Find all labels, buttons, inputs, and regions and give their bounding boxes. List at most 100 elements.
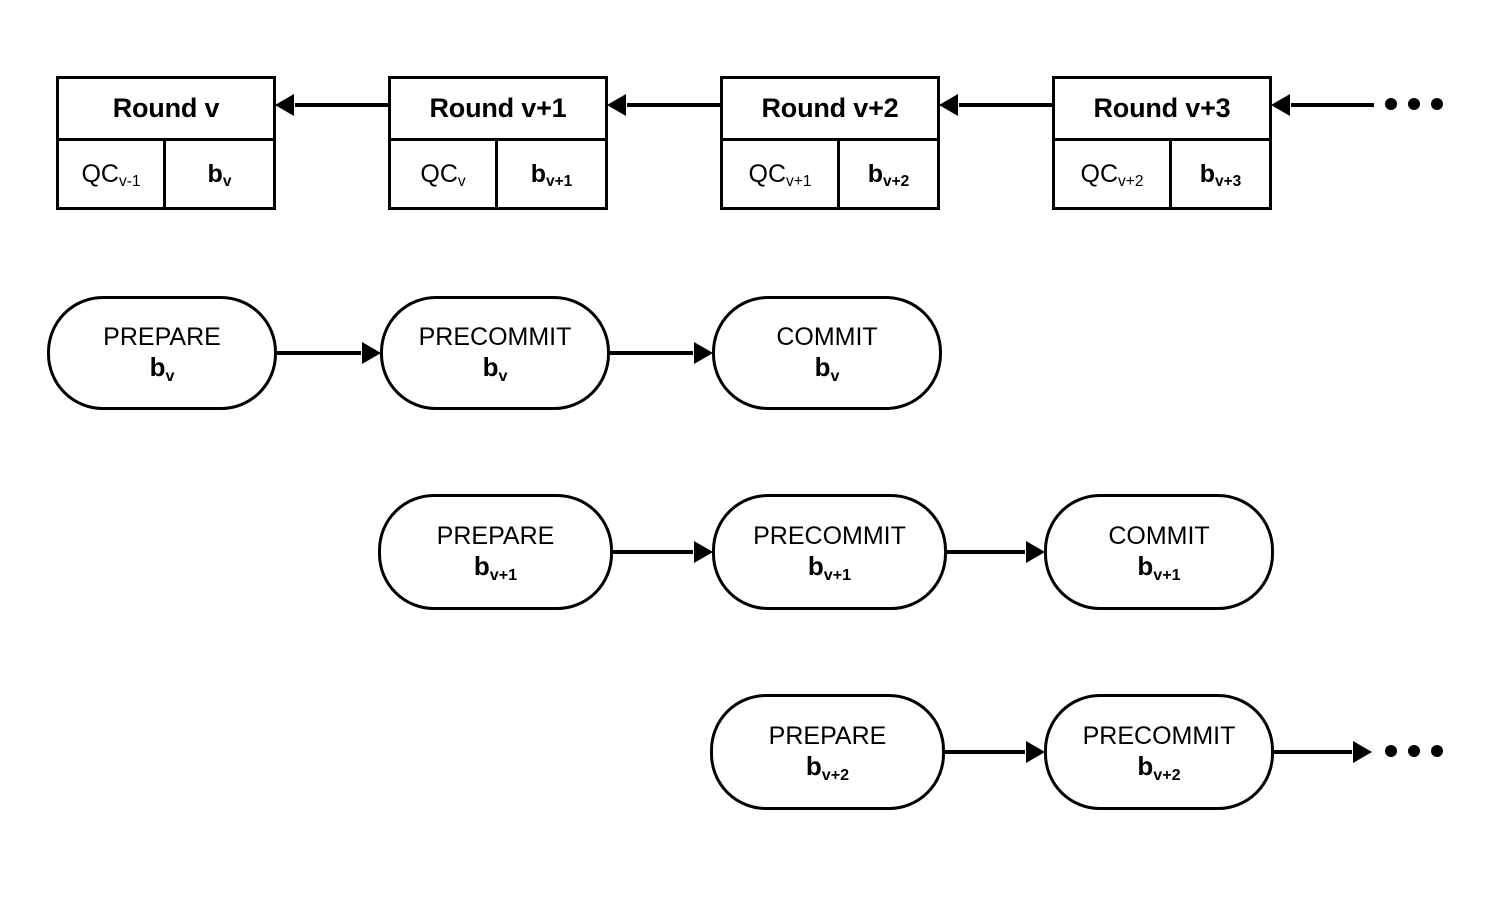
round-header-2: Round v+2 (723, 79, 937, 141)
round-qc-prefix-3: QC (1080, 159, 1119, 188)
round-body-0: QCv-1 bv (59, 141, 273, 207)
round-block-label-1: bv+1 (530, 159, 573, 190)
round-block-prefix-3: b (1199, 159, 1215, 188)
pipeline-2-stage-0-block-sub: v+2 (821, 765, 850, 784)
round-qc-cell-2: QCv+1 (723, 141, 840, 207)
pipeline-0-stage-2[interactable]: COMMIT bv (712, 296, 942, 410)
pipeline-1-stage-1-block-prefix: b (807, 551, 824, 582)
pipeline-0-stage-1-name: PRECOMMIT (418, 322, 572, 351)
round-body-3: QCv+2 bv+3 (1055, 141, 1269, 207)
pipeline-0-stage-1-block-prefix: b (482, 352, 499, 383)
round-qc-prefix-0: QC (81, 159, 119, 188)
ellipsis-dot (1431, 745, 1443, 757)
round-block-cell-1: bv+1 (498, 141, 605, 207)
pipeline-0-stage-2-block-prefix: b (814, 352, 831, 383)
round-arrow-3-to-2-icon (959, 103, 1052, 107)
pipeline-1-stage-2-block-prefix: b (1137, 551, 1154, 582)
round-block-cell-0: bv (166, 141, 273, 207)
pipeline-1-stage-0-block-sub: v+1 (489, 565, 518, 584)
pipeline-0-stage-1-block: bv (482, 352, 508, 385)
pipeline-2-stage-0-block-prefix: b (805, 751, 822, 782)
round-block-sub-1: v+1 (545, 172, 573, 190)
pipeline-0-stage-0-block-prefix: b (149, 352, 166, 383)
round-qc-label-3: QCv+2 (1080, 159, 1144, 189)
round-chain-ellipsis-icon (1385, 98, 1443, 110)
round-block-3[interactable]: Round v+3 QCv+2 bv+3 (1052, 76, 1272, 210)
pipeline-1-arrow-0-icon (613, 550, 693, 554)
ellipsis-dot (1385, 98, 1397, 110)
pipeline-0-stage-1[interactable]: PRECOMMIT bv (380, 296, 610, 410)
pipeline-1-stage-2-name: COMMIT (1108, 521, 1210, 550)
round-qc-label-1: QCv (420, 159, 465, 189)
pipeline-1-stage-1-block-sub: v+1 (823, 565, 852, 584)
round-block-sub-0: v (222, 172, 232, 190)
pipeline-2-stage-1-block-prefix: b (1137, 751, 1154, 782)
round-body-2: QCv+1 bv+2 (723, 141, 937, 207)
round-qc-label-2: QCv+1 (748, 159, 812, 190)
round-block-sub-3: v+3 (1214, 172, 1242, 190)
round-header-3: Round v+3 (1055, 79, 1269, 141)
round-body-1: QCv bv+1 (391, 141, 605, 207)
pipeline-2-stage-1-block-sub: v+2 (1153, 765, 1181, 784)
round-block-2[interactable]: Round v+2 QCv+1 bv+2 (720, 76, 940, 210)
round-header-0: Round v (59, 79, 273, 141)
pipeline-2-stage-0[interactable]: PREPARE bv+2 (710, 694, 945, 810)
pipeline-2-arrow-more-icon (1274, 750, 1352, 754)
pipeline-1-stage-0-block: bv+1 (473, 551, 518, 584)
round-block-label-3: bv+3 (1199, 159, 1242, 190)
pipeline-0-stage-1-block-sub: v (498, 366, 508, 385)
pipeline-0-stage-0-block-sub: v (165, 366, 175, 385)
pipeline-0-stage-2-name: COMMIT (776, 322, 878, 351)
round-block-prefix-2: b (867, 159, 883, 188)
pipeline-0-stage-2-block: bv (814, 352, 840, 385)
round-block-cell-3: bv+3 (1172, 141, 1269, 207)
round-arrow-more-to-3-icon (1291, 103, 1374, 107)
round-qc-sub-0: v-1 (118, 172, 141, 190)
pipeline-1-stage-0[interactable]: PREPARE bv+1 (378, 494, 613, 610)
round-qc-label-0: QCv-1 (81, 159, 141, 190)
round-header-1: Round v+1 (391, 79, 605, 141)
pipeline-0-arrow-0-icon (277, 351, 361, 355)
round-block-sub-2: v+2 (882, 172, 910, 190)
round-block-prefix-0: b (207, 159, 223, 188)
round-block-label-0: bv (207, 159, 232, 190)
round-block-prefix-1: b (530, 159, 546, 188)
round-title-1: Round v+1 (429, 93, 567, 123)
pipeline-1-stage-2-block: bv+1 (1137, 551, 1181, 584)
pipeline-1-stage-1-name: PRECOMMIT (753, 521, 906, 550)
round-qc-prefix-2: QC (748, 159, 787, 188)
pipeline-2-ellipsis-icon (1385, 745, 1443, 757)
round-title-3: Round v+3 (1093, 93, 1231, 123)
pipeline-1-stage-1[interactable]: PRECOMMIT bv+1 (712, 494, 947, 610)
round-block-label-2: bv+2 (867, 159, 910, 190)
round-qc-prefix-1: QC (420, 159, 458, 188)
round-arrow-1-to-0-icon (295, 103, 388, 107)
round-block-0[interactable]: Round v QCv-1 bv (56, 76, 276, 210)
pipeline-1-stage-0-block-prefix: b (473, 551, 490, 582)
pipeline-1-stage-2[interactable]: COMMIT bv+1 (1044, 494, 1274, 610)
pipeline-2-stage-1-block: bv+2 (1137, 751, 1181, 784)
round-qc-cell-0: QCv-1 (59, 141, 166, 207)
pipeline-1-stage-2-block-sub: v+1 (1153, 565, 1181, 584)
pipeline-0-arrow-1-icon (610, 351, 693, 355)
ellipsis-dot (1408, 98, 1420, 110)
round-title-2: Round v+2 (761, 93, 899, 123)
pipeline-2-stage-1[interactable]: PRECOMMIT bv+2 (1044, 694, 1274, 810)
pipeline-2-stage-0-block: bv+2 (805, 751, 850, 784)
pipeline-0-stage-0-name: PREPARE (103, 322, 221, 351)
pipeline-1-stage-0-name: PREPARE (436, 521, 555, 550)
ellipsis-dot (1385, 745, 1397, 757)
round-qc-cell-1: QCv (391, 141, 498, 207)
round-qc-sub-2: v+1 (786, 172, 812, 190)
ellipsis-dot (1431, 98, 1443, 110)
round-block-1[interactable]: Round v+1 QCv bv+1 (388, 76, 608, 210)
pipeline-0-stage-0-block: bv (149, 352, 175, 385)
round-title-0: Round v (112, 93, 220, 123)
pipeline-2-arrow-0-icon (945, 750, 1025, 754)
pipeline-1-arrow-1-icon (947, 550, 1025, 554)
round-block-cell-2: bv+2 (840, 141, 937, 207)
pipeline-0-stage-0[interactable]: PREPARE bv (47, 296, 277, 410)
round-arrow-2-to-1-icon (627, 103, 720, 107)
pipeline-1-stage-1-block: bv+1 (807, 551, 852, 584)
